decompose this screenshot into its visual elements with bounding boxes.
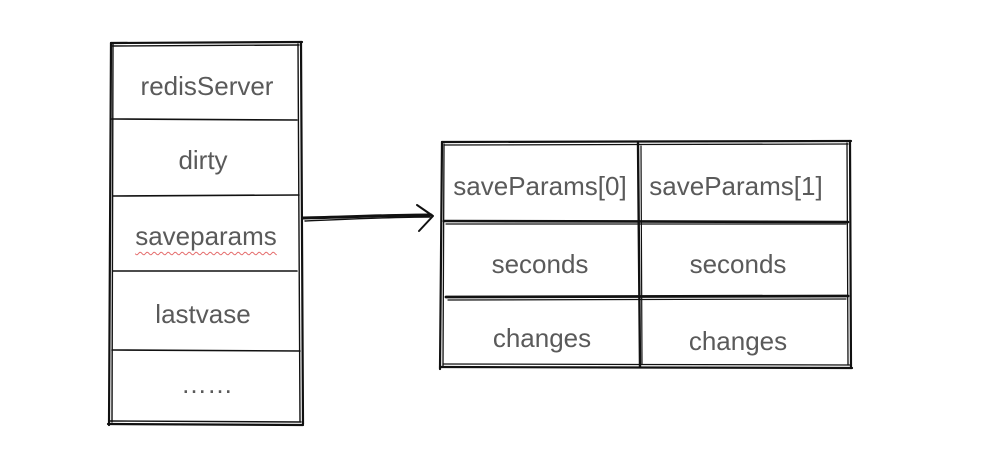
- pointer-arrow: [301, 204, 434, 232]
- table-header-saveparams-0: saveParams[0]: [453, 171, 627, 201]
- save-table-grid: [442, 141, 850, 369]
- field-redisserver: redisServer: [140, 71, 274, 101]
- field-ellipsis: ……: [181, 369, 233, 399]
- table-cell-changes-1: changes: [688, 326, 788, 356]
- struct-box-outline: [106, 40, 305, 427]
- field-saveparams: saveparams: [135, 221, 277, 251]
- field-dirty: dirty: [178, 145, 228, 175]
- table-header-saveparams-1: saveParams[1]: [649, 171, 823, 201]
- table-cell-changes-0: changes: [492, 323, 592, 353]
- save-table-outline: [438, 139, 854, 371]
- field-lastvase: lastvase: [155, 299, 251, 329]
- table-cell-seconds-1: seconds: [689, 249, 787, 279]
- struct-row-dividers: [111, 118, 301, 352]
- table-cell-seconds-0: seconds: [491, 249, 589, 279]
